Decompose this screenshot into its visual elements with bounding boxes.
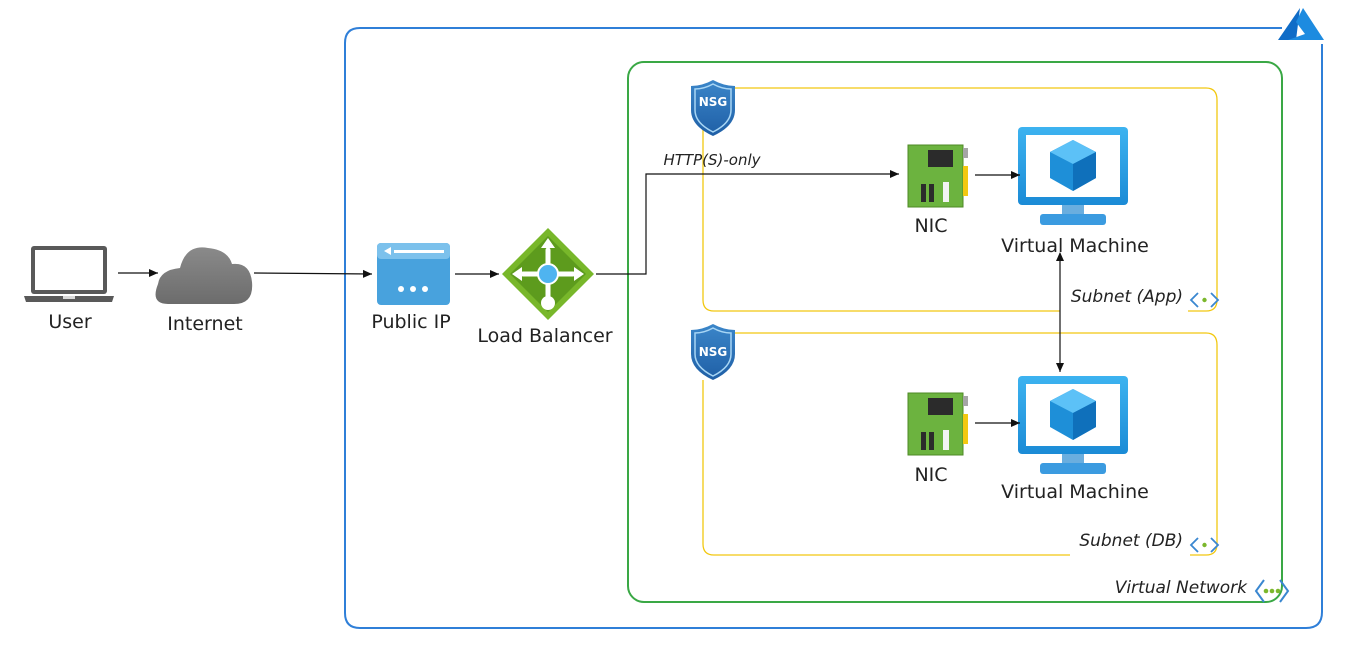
vnet-label: Virtual Network [1115, 578, 1248, 598]
connectors [118, 170, 1064, 427]
load-balancer-label: Load Balancer [477, 325, 612, 347]
cloud-icon [155, 247, 253, 304]
subnet-db-boundary [702, 332, 1218, 556]
azure-logo-icon [1278, 8, 1324, 40]
subnet-app-boundary [702, 87, 1218, 312]
public-ip-label: Public IP [371, 311, 450, 333]
nic-card-icon [907, 392, 968, 456]
nsg-app-label: NSG [699, 95, 728, 109]
virtual-machine-icon [1018, 127, 1128, 225]
subnet-icon [1189, 537, 1220, 553]
internet-label: Internet [167, 313, 242, 335]
public-ip-icon [377, 243, 450, 305]
http-only-label: HTTP(S)-only [663, 151, 761, 169]
subnet-app-label: Subnet (App) [1071, 287, 1183, 307]
nsg-shield-icon: NSG [691, 80, 735, 136]
azure-boundary [344, 27, 1323, 629]
nic-db-label: NIC [914, 464, 947, 486]
nic-card-icon [907, 144, 968, 208]
vm-db-label: Virtual Machine [1001, 481, 1149, 503]
virtual-machine-icon [1018, 376, 1128, 474]
load-balancer-icon [502, 228, 594, 320]
subnet-db-label: Subnet (DB) [1079, 531, 1183, 551]
subnet-icon [1189, 292, 1220, 308]
nic-app-label: NIC [914, 215, 947, 237]
nsg-db-label: NSG [699, 345, 728, 359]
laptop-icon [24, 246, 114, 302]
vm-app-label: Virtual Machine [1001, 235, 1149, 257]
user-label: User [48, 311, 91, 333]
virtual-network-icon [1254, 579, 1290, 603]
nsg-shield-icon: NSG [691, 324, 735, 380]
vnet-boundary [627, 61, 1283, 603]
edge-lb-nic-app [596, 170, 899, 275]
edge-internet-publicip [253, 269, 373, 278]
